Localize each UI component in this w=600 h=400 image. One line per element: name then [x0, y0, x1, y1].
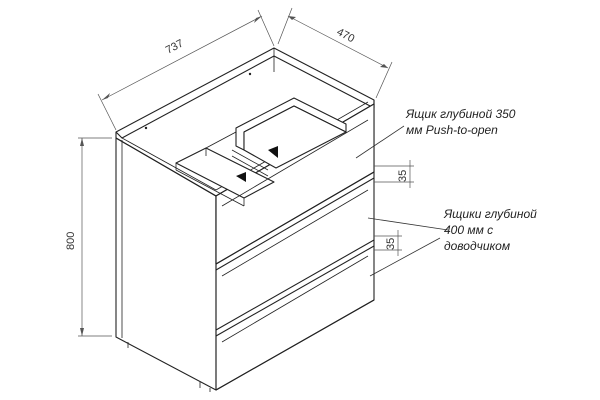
leader-top-drawer [355, 125, 405, 159]
gap-dimension-top: 35 [374, 160, 414, 188]
height-dimension: 800 [65, 137, 112, 337]
top-drawer-note-line-2: мм Push-to-open [406, 123, 498, 137]
lower-drawers [215, 119, 375, 391]
leader-bottom-drawer [369, 237, 441, 277]
depth-label: 470 [335, 26, 357, 45]
gap-bottom-label: 35 [385, 238, 397, 250]
top-drawer-note: Ящик глубиной 350 мм Push-to-open [405, 107, 519, 137]
lower-drawers-note-line-2: 400 мм с [444, 223, 493, 237]
width-dimension: 737 [97, 9, 275, 131]
depth-dimension: 470 [277, 7, 393, 99]
lower-drawers-note-line-1: Ящики глубиной [443, 207, 537, 221]
drawer-clip-left [236, 172, 246, 182]
gap-top-label: 35 [397, 170, 409, 182]
lower-drawers-note: Ящики глубиной 400 мм с доводчиком [443, 207, 540, 253]
lower-drawers-note-line-3: доводчиком [444, 239, 510, 253]
width-label: 737 [164, 37, 186, 56]
gap-dimension-bottom: 35 [374, 230, 402, 256]
drawer-clip-right [268, 146, 278, 158]
height-label: 800 [65, 232, 77, 250]
leader-middle-drawer [367, 217, 449, 231]
top-drawer-note-line-1: Ящик глубиной 350 [405, 107, 516, 121]
